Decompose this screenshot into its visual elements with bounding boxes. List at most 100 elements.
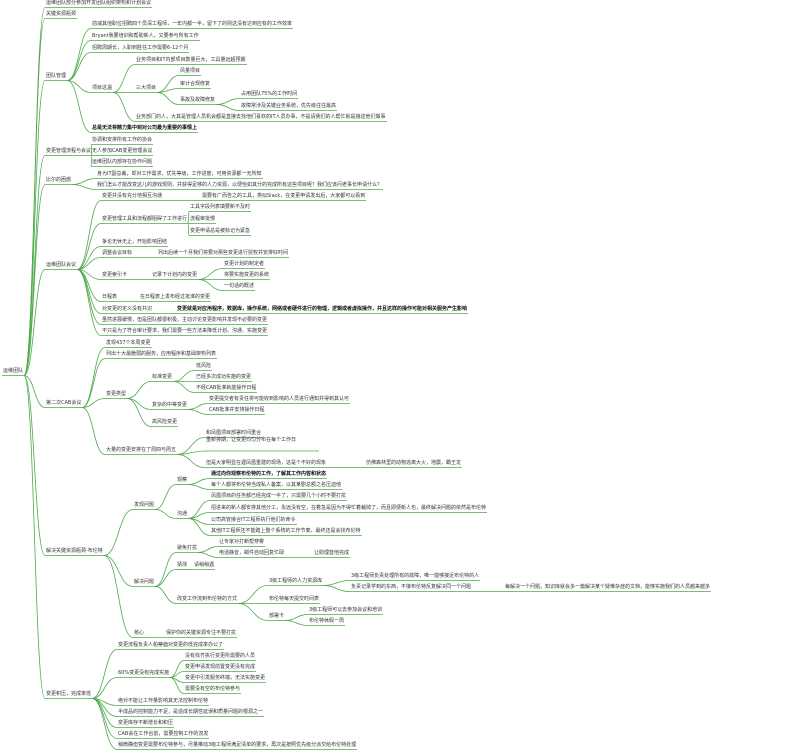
- mind-map-node[interactable]: 负责记录学到的东西，不接布伦特反复解决同一个问题: [351, 583, 472, 590]
- mind-map-node[interactable]: 需要没有空的布伦特参与: [185, 685, 241, 692]
- mind-map-node[interactable]: 猜测: [177, 561, 188, 568]
- mind-map-node[interactable]: 布伦特休假一周: [309, 617, 345, 624]
- mind-map-node[interactable]: Bryant我要培训和帮助新人，又要参与所有工作: [92, 32, 199, 39]
- mind-map-node[interactable]: 事故及故障修复: [180, 96, 216, 103]
- mind-map-node[interactable]: 身为IT副总裁，却对工作需求，优先等级，工作进度，可用资源都一无所知: [97, 170, 262, 177]
- mind-map-node[interactable]: 招进来的新人都安排其他分工，永远没有空，在着急是因为不得忙着裁掉了，而且即便新人…: [211, 504, 487, 511]
- mind-map-node[interactable]: 变更管理流程与会议: [46, 147, 92, 154]
- mind-map-node[interactable]: 我们怎么才能改变这儿的游戏规则，并获得足够的人力资源，以便恰如其分的完成所有这些…: [97, 181, 383, 188]
- mind-map-node[interactable]: 变更索引卡: [102, 271, 128, 278]
- mind-map-node[interactable]: 保护你的关键资源专注不要打扰: [166, 629, 237, 636]
- mind-map-node[interactable]: 和凤凰项目部署时间重合: [206, 429, 262, 436]
- mind-map-node[interactable]: 核心: [134, 629, 145, 636]
- mind-map-node[interactable]: 解决关键资源瓶颈-布伦特: [46, 547, 103, 554]
- mind-map-node[interactable]: 运维团队会议: [46, 261, 77, 268]
- mind-map-node[interactable]: 故障常涉及关键业务系统，优先级往往最高: [241, 102, 337, 109]
- mind-map-node[interactable]: 半成品的控制能力不足，是造成长期性延误和质量问题的根源之一: [118, 708, 264, 715]
- mind-map-node[interactable]: 运维团队部分参加开发团队组织架构和计划会议: [46, 0, 152, 6]
- mind-map-node[interactable]: 稍微确但变更需要布伦特参与，尽量推动3级工程师满足清单的要求，再次是按照优先级分…: [118, 741, 357, 748]
- mind-map-node[interactable]: 流程审批慢: [190, 215, 216, 222]
- mind-map-node[interactable]: 调整会议目标: [102, 249, 133, 256]
- mind-map-node[interactable]: 已经多次成功实施的变更: [196, 373, 252, 380]
- mind-map-node[interactable]: 但是大家明显在遇凤凰重建的现场，这是个不好的现象: [206, 459, 327, 466]
- mind-map-node[interactable]: 变更计划的制定者: [224, 260, 265, 267]
- mind-map-node[interactable]: 列出后续一个月我们将要对那些变更进行授权并安排好时间: [158, 249, 289, 256]
- mind-map-node[interactable]: 变更库存不断增长和积压: [118, 719, 174, 726]
- mind-map-node[interactable]: 每解决一个问题，知识库就会多一篇解决某个疑难杂症的文档，能够实施我们的人员越来越…: [505, 583, 711, 590]
- mind-map-node[interactable]: 低风险: [196, 362, 212, 369]
- mind-map-node[interactable]: 解决问题: [134, 578, 155, 585]
- mind-map-node[interactable]: 审计合规修复: [180, 80, 211, 87]
- mind-map-node[interactable]: 团队管理: [46, 72, 67, 79]
- mind-map-node[interactable]: 总是无法将精力集中到对公司最为重要的事情上: [92, 124, 198, 131]
- mind-map-node[interactable]: 重新排期，让变更均匀分布在每个工作日: [206, 437, 297, 443]
- mind-map-node[interactable]: 占用团队75%的工作时间: [241, 90, 298, 97]
- mind-map-node[interactable]: 列出十大最脆弱的服务，应用程序和基础架构列表: [106, 350, 217, 357]
- mind-map-node[interactable]: 部署卡: [269, 612, 285, 619]
- mind-map-node[interactable]: 绝对不能让工作量影响其无法控制布伦特: [118, 697, 209, 704]
- mind-map-node[interactable]: 业务项目和IT内部项目数量巨大，工具量远超预期: [136, 56, 246, 63]
- mind-map-node[interactable]: 仿佛森林里的动物逃离大火，地震，霸王龙: [366, 459, 462, 466]
- mind-map-node[interactable]: 变更申请总是被标记为紧急: [190, 227, 251, 234]
- mind-map-node[interactable]: 让专家对打断帮穿雾: [219, 538, 265, 545]
- mind-map-node[interactable]: 电话静音，邮件自动回复忙碌: [219, 549, 285, 556]
- mind-map-node[interactable]: 不只是为了符合审计要求，我们需要一些方法来降低计划、沟通、实施变更: [102, 327, 268, 334]
- mind-map-node[interactable]: 关键资源瓶颈: [46, 10, 77, 17]
- mind-map-node[interactable]: 60%变更没有完成实施: [118, 669, 170, 676]
- mind-map-node[interactable]: 3级工程师的人力资源库: [269, 577, 323, 584]
- mind-map-node[interactable]: CAB会在工作台前，需要控制工作的流发: [118, 730, 209, 737]
- mind-map-node[interactable]: 第二次CAB会议: [46, 399, 82, 406]
- mind-map-node[interactable]: 无人参加CAB变更管理会议: [92, 147, 153, 154]
- mind-map-node[interactable]: 3级工程师负责处理所有的故障，唯一能够接近布伦特的人: [351, 572, 480, 579]
- mind-map-node[interactable]: 每个人都将布伦特当成私人备案，以其某剧总额之名压迫他: [211, 481, 342, 488]
- mind-map-node[interactable]: 避免打扰: [177, 544, 198, 551]
- mind-map-node[interactable]: 标准变更: [152, 373, 173, 380]
- mind-map-node[interactable]: 其他IT工程师还不能踏上整个系统的工作节奏，最终还是会找布伦特: [211, 527, 361, 534]
- mind-map-node[interactable]: 布伦特每天提交时间表: [269, 595, 320, 602]
- mind-map-node[interactable]: 沟通: [177, 510, 188, 517]
- mind-map-node[interactable]: 变更中引发服务终端，无法实施变更: [185, 674, 266, 681]
- mind-map-node[interactable]: 对变更的定义没有共识: [102, 305, 153, 312]
- mind-map-node[interactable]: 变更申请发现前置变更没有完成: [185, 663, 256, 670]
- mind-map-node[interactable]: 争论无休无止，开始影响团结: [102, 238, 168, 245]
- mind-map-node[interactable]: 变更流程负责人帕蒂面对变更的低完成率办公了: [118, 641, 224, 648]
- mind-map-node[interactable]: 改变工作流到布伦特的方式: [177, 595, 238, 602]
- mind-map-node[interactable]: 大量的变更安排在了周四与周五: [106, 446, 177, 453]
- mind-map-node[interactable]: 将要实施变更的系统: [224, 271, 270, 278]
- mind-map-node[interactable]: 让助理替他完成: [314, 549, 350, 556]
- mind-map-node[interactable]: 变更类型: [106, 390, 127, 397]
- mind-map-node[interactable]: 观察: [177, 476, 188, 483]
- mind-map-node[interactable]: 前减其他职位招聘四个员深工程师，一年内都一半，留下了的则这没有达到应有的工作效率: [92, 20, 293, 27]
- mind-map-node[interactable]: 3级工程师可以去参加会议和培训: [309, 606, 383, 613]
- mind-map-node[interactable]: 变更提交者有责任将可能收到影响的人员进行通知并得到其认可: [209, 395, 350, 402]
- mind-map-node[interactable]: 变更就是对应用程序，数据库，操作系统，网络或者硬件进行的物理，逻辑或者虚拟操作，…: [177, 305, 468, 312]
- mind-map-node[interactable]: 变更积压，完成率低: [46, 690, 92, 697]
- mind-map-node[interactable]: 发现437个本周变更: [106, 339, 151, 346]
- mind-map-node[interactable]: 请稍稍遇: [194, 561, 215, 568]
- root-topic[interactable]: 运维团队: [3, 367, 24, 374]
- mind-map-node[interactable]: 风量项目: [180, 67, 201, 74]
- mind-map-node[interactable]: 通过向你观察布伦特的工作，了解其工作内容和状态: [211, 470, 327, 477]
- mind-map-node[interactable]: 运维团队内部存在协作问题: [92, 158, 153, 165]
- mind-map-node[interactable]: CAB批准并安排操作日程: [209, 406, 265, 413]
- mind-map-node[interactable]: 项目这温: [92, 84, 113, 91]
- mind-map-node[interactable]: 一句话的概述: [224, 282, 255, 289]
- mind-map-node[interactable]: 复杂的中等变更: [152, 401, 188, 408]
- mind-map-node[interactable]: 高风险变更: [152, 418, 178, 425]
- mind-map-node[interactable]: 虽然进展缓慢，但是团队都很积极，主动讨论变更影响并发现不必要的变更: [102, 316, 268, 323]
- mind-map-node[interactable]: 发现问题: [134, 501, 155, 508]
- mind-map-node[interactable]: 工具字段列表填要新不及时: [190, 203, 251, 210]
- mind-map-node[interactable]: 凤凰项目的任务都已经完成一半了，只需要几个小时不要打扰: [211, 492, 347, 499]
- mind-map-node[interactable]: 不经CAB批准就能操作日程: [196, 384, 257, 391]
- mind-map-node[interactable]: 日程表: [102, 293, 118, 300]
- mind-map-node[interactable]: 业务部门的人，大其是管理人员机会都是直接去找他们喜欢的IT人员办事，不是请我们的…: [136, 113, 386, 120]
- mind-map-node[interactable]: 变更管理工具和流程都阻碍了工作进行: [102, 215, 188, 222]
- mind-map-node[interactable]: 三大项目: [136, 84, 157, 91]
- mind-map-node[interactable]: 没有找齐执行变更所需要的人员: [185, 652, 256, 659]
- mind-map-node[interactable]: 变更并没有充分地相互沟通: [102, 192, 163, 199]
- mind-map-node[interactable]: 招聘周期长，入职到胜任工作需要6-12个月: [92, 44, 189, 51]
- mind-map-node[interactable]: 比尔的困惑: [46, 176, 72, 183]
- mind-map-node[interactable]: 协调和安排所有工作的协会: [92, 136, 153, 143]
- mind-map-node[interactable]: 记录下计划内的变更: [152, 271, 198, 278]
- mind-map-node[interactable]: 在日程表上发布经过批准的变更: [140, 293, 211, 300]
